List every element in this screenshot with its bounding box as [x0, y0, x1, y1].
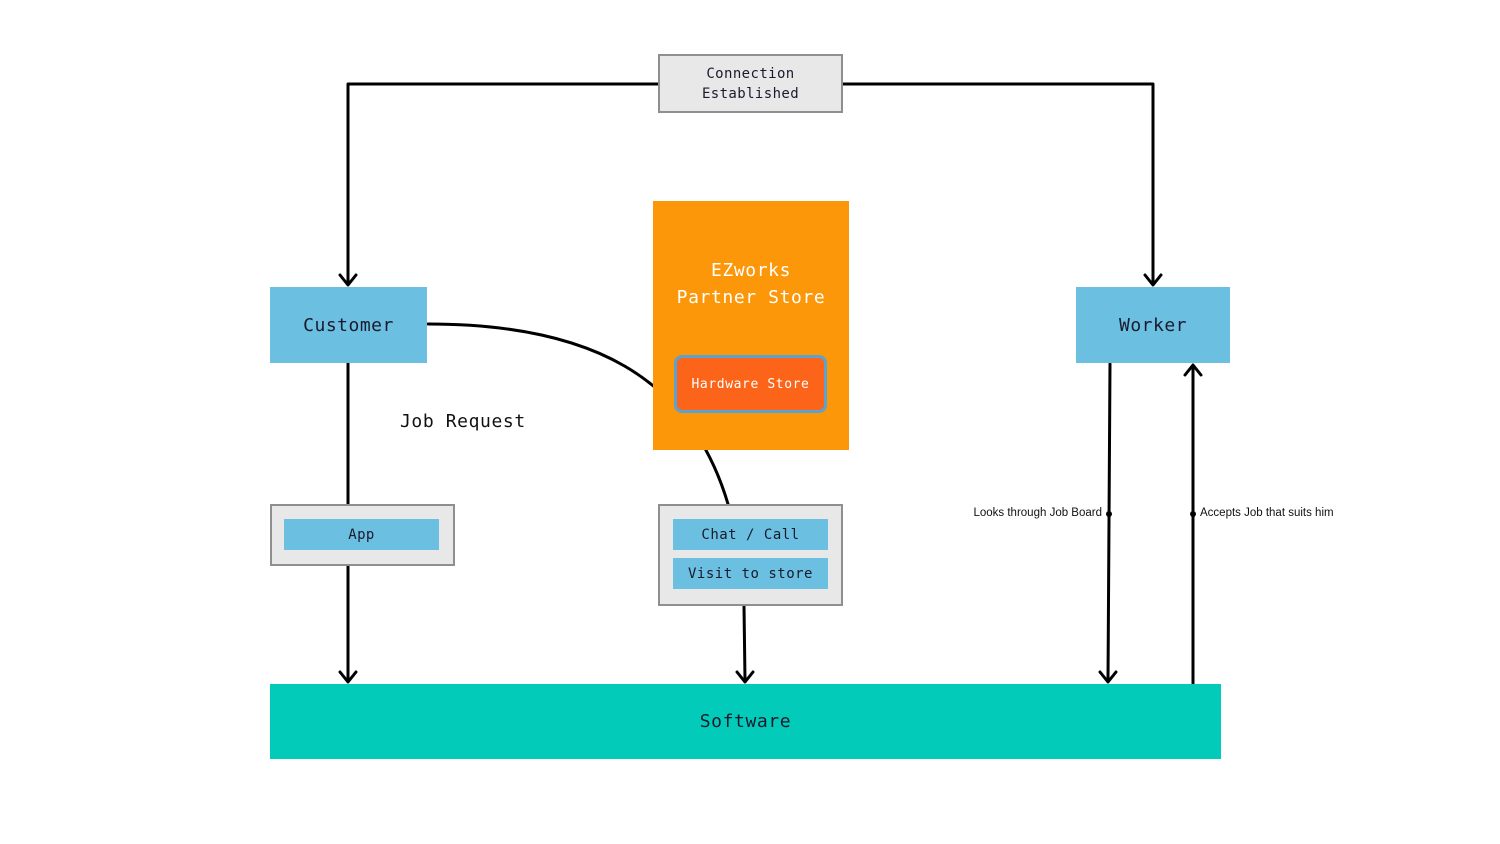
customer-to-chat-curve — [426, 322, 730, 506]
connection-to-customer-arrow — [346, 82, 660, 285]
chat-call-label: Chat / Call — [701, 526, 800, 543]
worker-label: Worker — [1118, 314, 1188, 336]
hardware-store-node: Hardware Store — [674, 355, 827, 413]
annotation-dot-left — [1106, 511, 1112, 517]
accepts-job-label: Accepts Job that suits him — [1200, 507, 1334, 519]
partner-store-line-2: Partner Store — [676, 287, 826, 308]
connection-established-node: Connection Established — [658, 54, 843, 113]
arrowhead-app-software — [338, 670, 358, 684]
arrowhead-chat-software — [735, 670, 755, 684]
partner-store-line-1: EZworks — [710, 260, 792, 281]
arrowhead-worker — [1143, 273, 1163, 287]
visit-store-label: Visit to store — [687, 565, 813, 582]
software-node: Software — [270, 684, 1221, 759]
looks-through-job-board-label: Looks through Job Board — [973, 507, 1102, 519]
arrowhead-software-worker — [1183, 363, 1203, 377]
annotation-dot-right — [1190, 511, 1196, 517]
arrowhead-worker-software — [1098, 670, 1118, 684]
chat-call-node: Chat / Call — [673, 519, 828, 550]
customer-node: Customer — [270, 287, 427, 363]
job-request-label: Job Request — [400, 411, 526, 432]
arrowhead-customer — [338, 273, 358, 287]
connection-line-2: Established — [701, 85, 800, 102]
app-label: App — [348, 526, 375, 543]
connection-line-1: Connection — [706, 65, 795, 82]
worker-to-software-arrow — [1106, 362, 1112, 682]
chat-to-software-arrow — [742, 604, 747, 682]
worker-node: Worker — [1076, 287, 1230, 363]
visit-store-node: Visit to store — [673, 558, 828, 589]
app-node: App — [284, 519, 439, 550]
customer-label: Customer — [303, 314, 394, 336]
connection-to-worker-arrow — [841, 82, 1155, 285]
partner-store-title: EZworks Partner Store — [653, 257, 849, 311]
software-label: Software — [699, 711, 792, 732]
hardware-store-label: Hardware Store — [691, 376, 810, 392]
partner-store-node: EZworks Partner Store Hardware Store — [653, 201, 849, 450]
